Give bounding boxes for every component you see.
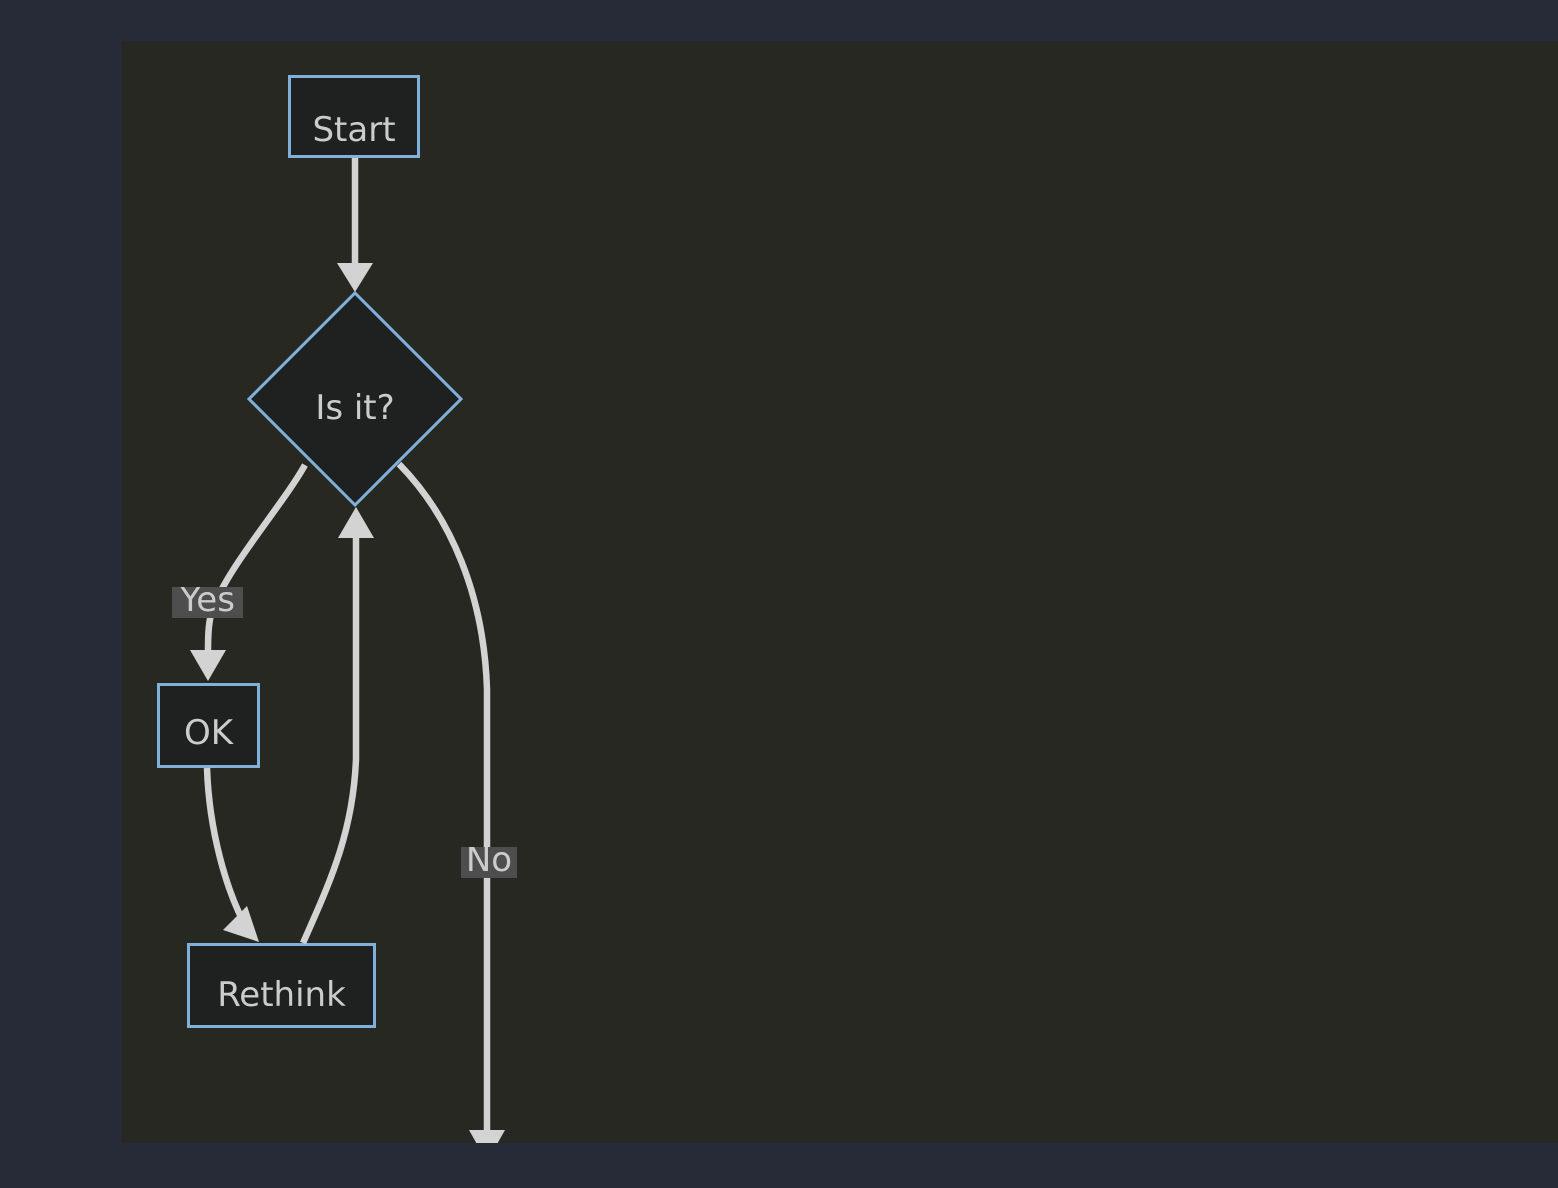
- node-ok: OK: [157, 683, 260, 768]
- node-ok-label: OK: [183, 713, 234, 749]
- edge-start-decision-arrowhead-icon: [337, 263, 373, 292]
- edge-label-yes: Yes: [172, 587, 243, 618]
- edge-rethink-decision-arrowhead-icon: [338, 507, 374, 538]
- node-start: Start: [288, 75, 420, 158]
- edge-decision-ok-arrowhead-icon: [190, 650, 226, 681]
- edge-label-no-text: No: [465, 847, 513, 878]
- node-start-label: Start: [312, 110, 396, 146]
- edge-ok-rethink: [203, 767, 252, 934]
- edge-label-yes-text: Yes: [180, 587, 235, 618]
- edge-decision-no: [396, 461, 491, 1130]
- node-rethink-label: Rethink: [217, 975, 346, 1011]
- edge-label-no: No: [461, 847, 517, 878]
- edge-decision-no-arrowhead-icon: [469, 1130, 505, 1143]
- edge-ok-rethink-arrowhead-icon: [223, 906, 259, 942]
- diagram-panel: Start OK Rethink Is it?: [122, 41, 1558, 1143]
- node-decision-label: Is it?: [315, 388, 395, 424]
- edge-rethink-decision: [300, 538, 360, 945]
- edge-decision-ok: [204, 463, 308, 651]
- node-rethink: Rethink: [187, 943, 376, 1028]
